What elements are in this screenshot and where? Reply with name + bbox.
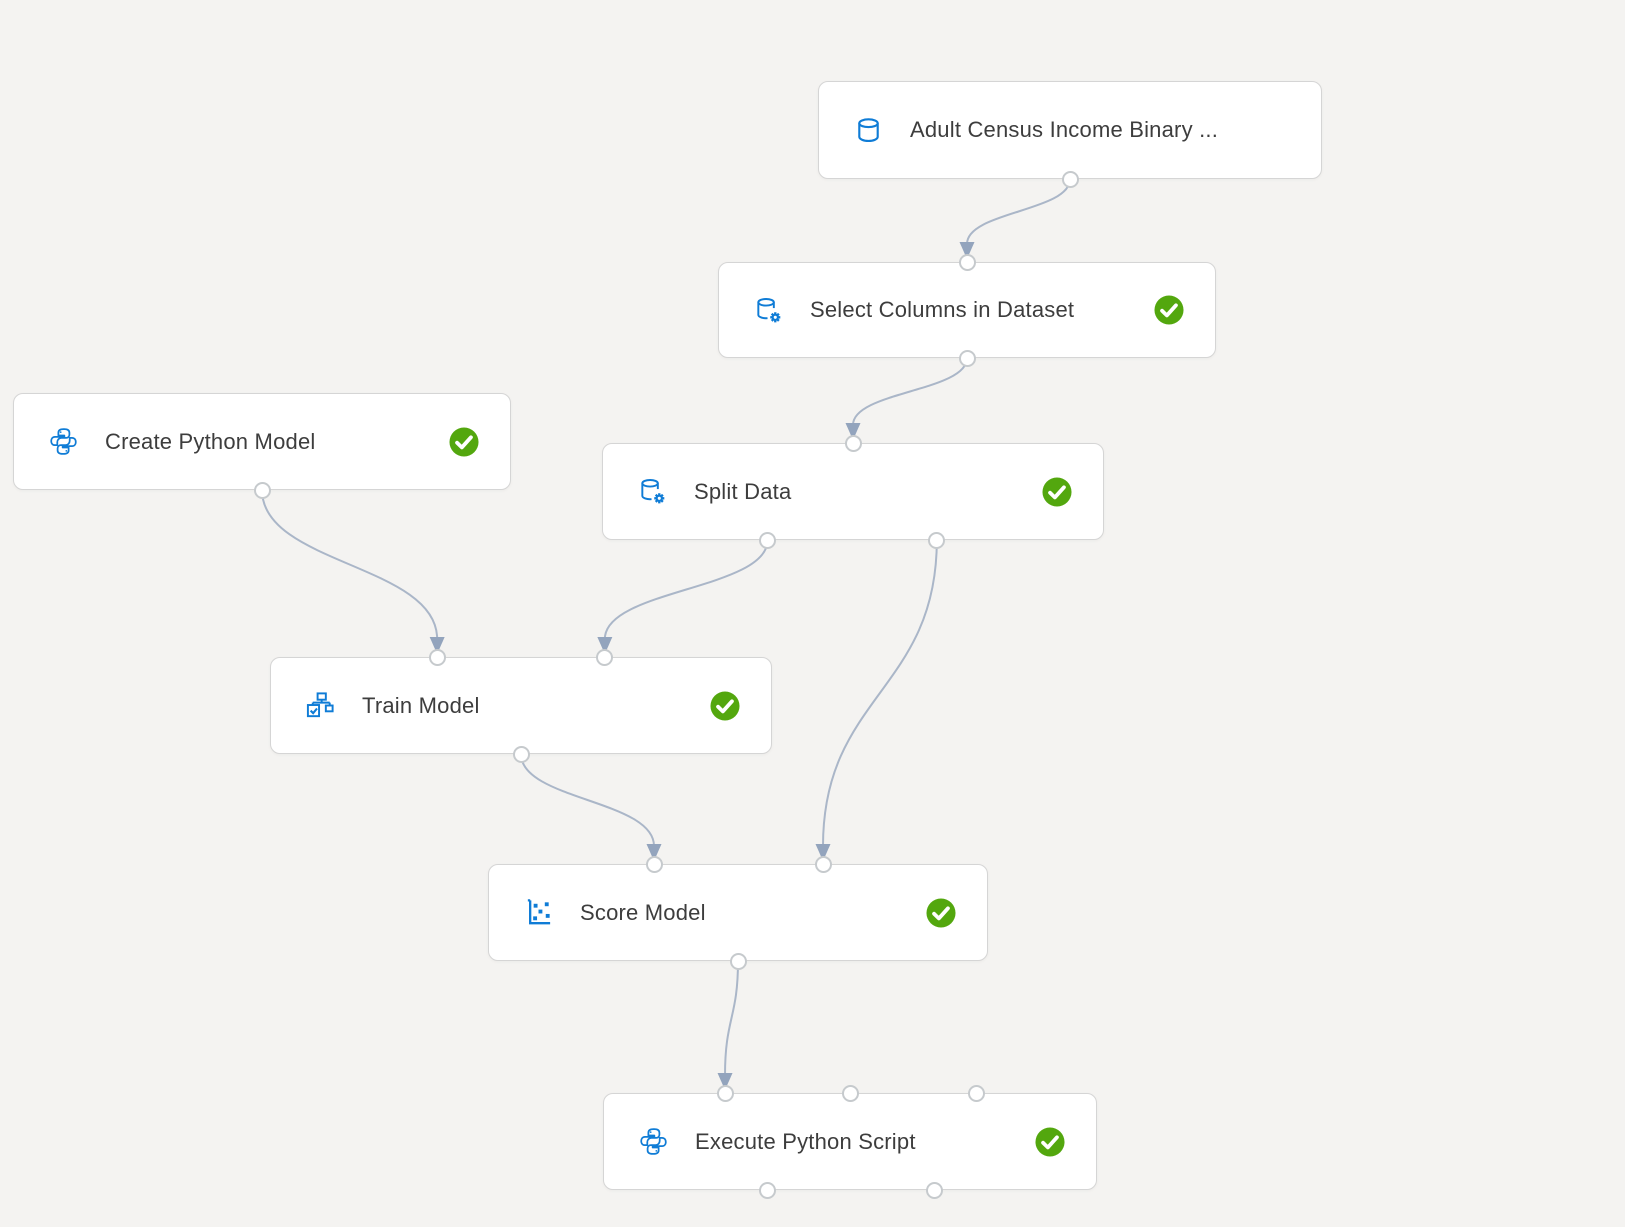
node-label: Split Data: [694, 478, 792, 504]
connector-edge[interactable]: [822, 539, 938, 847]
pipeline-node-create-python-model[interactable]: Create Python Model: [13, 393, 511, 490]
connector-edge[interactable]: [261, 489, 439, 640]
output-port[interactable]: [253, 481, 271, 499]
status-completed-icon: [1154, 295, 1184, 325]
input-port[interactable]: [645, 855, 663, 873]
connector-edge[interactable]: [520, 753, 655, 847]
output-port[interactable]: [759, 531, 777, 549]
connector-edge[interactable]: [852, 357, 968, 426]
node-label: Select Columns in Dataset: [810, 297, 1075, 322]
connector-edge[interactable]: [966, 178, 1071, 245]
pipeline-node-split-data[interactable]: Split Data: [602, 443, 1104, 540]
pipeline-node-dataset-adult-census[interactable]: Adult Census Income Binary ...: [818, 81, 1322, 179]
database-icon: [853, 115, 884, 146]
status-completed-icon: [710, 690, 740, 721]
status-completed-icon: [1035, 1126, 1065, 1157]
node-label: Train Model: [362, 692, 480, 718]
input-port[interactable]: [428, 648, 446, 666]
pipeline-node-select-columns-in-dataset[interactable]: Select Columns in Dataset: [718, 262, 1216, 358]
status-completed-icon: [926, 897, 956, 928]
connector-edge[interactable]: [603, 539, 769, 640]
status-completed-icon: [1042, 476, 1072, 507]
database-gear-icon: [753, 295, 784, 326]
database-gear-icon: [637, 476, 668, 507]
node-label: Adult Census Income Binary ...: [910, 117, 1219, 142]
input-port[interactable]: [844, 434, 862, 452]
status-completed-icon: [449, 426, 479, 457]
output-port[interactable]: [512, 745, 530, 763]
score-model-icon: [523, 897, 554, 928]
output-port[interactable]: [928, 531, 946, 549]
output-port[interactable]: [729, 952, 747, 970]
python-icon: [638, 1126, 669, 1157]
output-port[interactable]: [958, 349, 976, 367]
input-port[interactable]: [716, 1084, 734, 1102]
input-port[interactable]: [814, 855, 832, 873]
node-label: Score Model: [580, 899, 706, 925]
input-port[interactable]: [958, 253, 976, 271]
output-port[interactable]: [758, 1181, 776, 1199]
train-model-icon: [305, 690, 336, 721]
connector-edge[interactable]: [724, 960, 739, 1076]
input-port[interactable]: [841, 1084, 859, 1102]
node-label: Create Python Model: [105, 428, 316, 454]
input-port[interactable]: [968, 1084, 986, 1102]
pipeline-node-train-model[interactable]: Train Model: [270, 657, 772, 754]
node-label: Execute Python Script: [695, 1128, 916, 1154]
python-icon: [48, 426, 79, 457]
pipeline-node-execute-python-script[interactable]: Execute Python Script: [603, 1093, 1097, 1190]
output-port[interactable]: [926, 1181, 944, 1199]
pipeline-node-score-model[interactable]: Score Model: [488, 864, 988, 961]
output-port[interactable]: [1061, 170, 1079, 188]
input-port[interactable]: [596, 648, 614, 666]
